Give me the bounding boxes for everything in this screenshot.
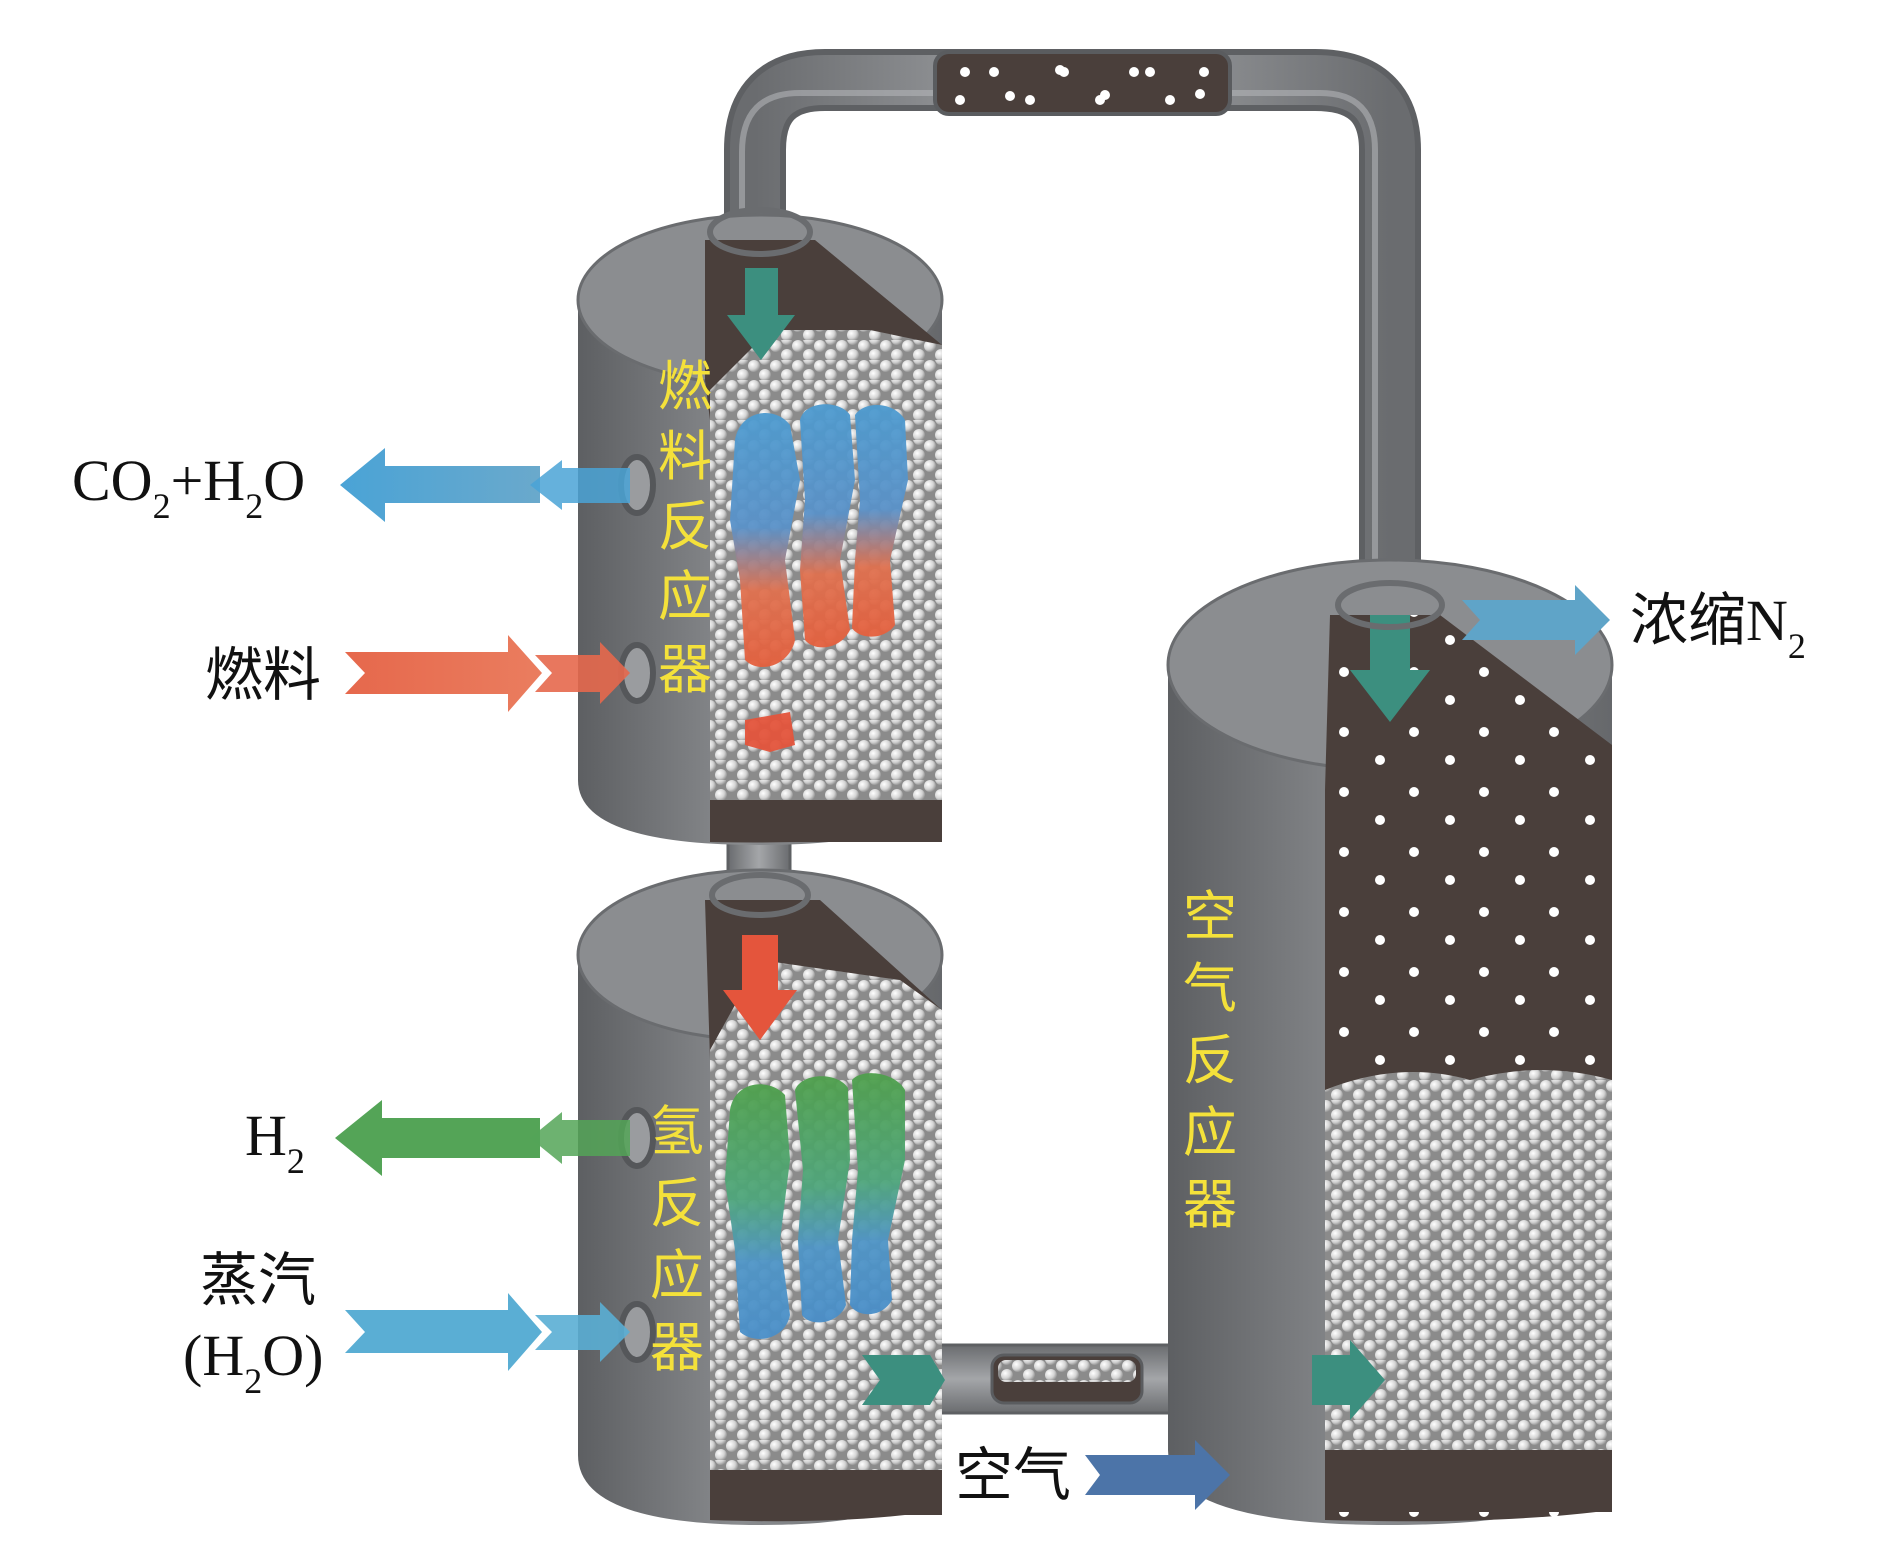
top-return-pipe [724,49,1421,600]
air-reactor-name-char: 空 [1183,885,1237,948]
air-reactor-inflow-arrow [1350,615,1430,722]
fuel-reactor-inflow-arrow [727,268,795,360]
fuel-reactor-name-char: 应 [658,565,712,628]
air-reactor-name-char: 器 [1183,1173,1237,1236]
fuel-inlet-arrow [345,635,630,712]
fuel-reactor-name-char: 反 [658,495,712,558]
fuel-reactor [576,207,944,845]
air-reactor [1166,558,1614,1525]
air-reactor-name-char: 应 [1183,1101,1237,1164]
label-fuel: 燃料 [205,643,321,708]
air-reactor-name: 空 气 反 应 器 [1183,885,1237,1236]
hydrogen-reactor-name-char: 器 [650,1316,704,1379]
label-steam-formula: (H2O) [183,1323,323,1401]
label-concentrated-n2: 浓缩N2 [1630,588,1806,666]
fuel-reactor-name-char: 料 [658,425,712,488]
label-h2: H2 [245,1103,305,1181]
pipe-window-top [933,50,1232,116]
steam-inlet-arrow [345,1293,630,1371]
fuel-reactor-name-char: 燃 [658,355,712,418]
fuel-reactor-name-char: 器 [658,638,712,701]
fuel-reactor-particle-clusters [730,404,908,752]
h2-outlet-arrow [335,1100,630,1176]
label-steam: 蒸汽 [200,1248,316,1313]
hydrogen-reactor-name-char: 氢 [650,1100,704,1163]
label-co2-h2o: CO2+H2O [72,448,305,526]
fuel-reactor-name: 燃 料 反 应 器 [658,355,712,701]
hydrogen-reactor-name-char: 反 [650,1172,704,1235]
hydrogen-reactor-inflow-arrow [723,935,797,1040]
hydrogen-reactor [576,868,945,1525]
co2-h2o-outlet-arrow [340,448,630,522]
hydrogen-reactor-outflow-arrow [862,1355,945,1405]
n2-outlet-arrow [1462,585,1610,655]
hydrogen-reactor-name-char: 应 [650,1244,704,1307]
air-reactor-name-char: 反 [1183,1029,1237,1092]
hydrogen-reactor-particle-clusters [725,1073,905,1339]
label-air: 空气 [955,1443,1071,1508]
air-reactor-particle-entry-arrow [1312,1340,1385,1420]
hydrogen-reactor-name: 氢 反 应 器 [650,1100,704,1379]
air-reactor-name-char: 气 [1183,957,1237,1020]
air-inlet-arrow [1085,1440,1230,1510]
